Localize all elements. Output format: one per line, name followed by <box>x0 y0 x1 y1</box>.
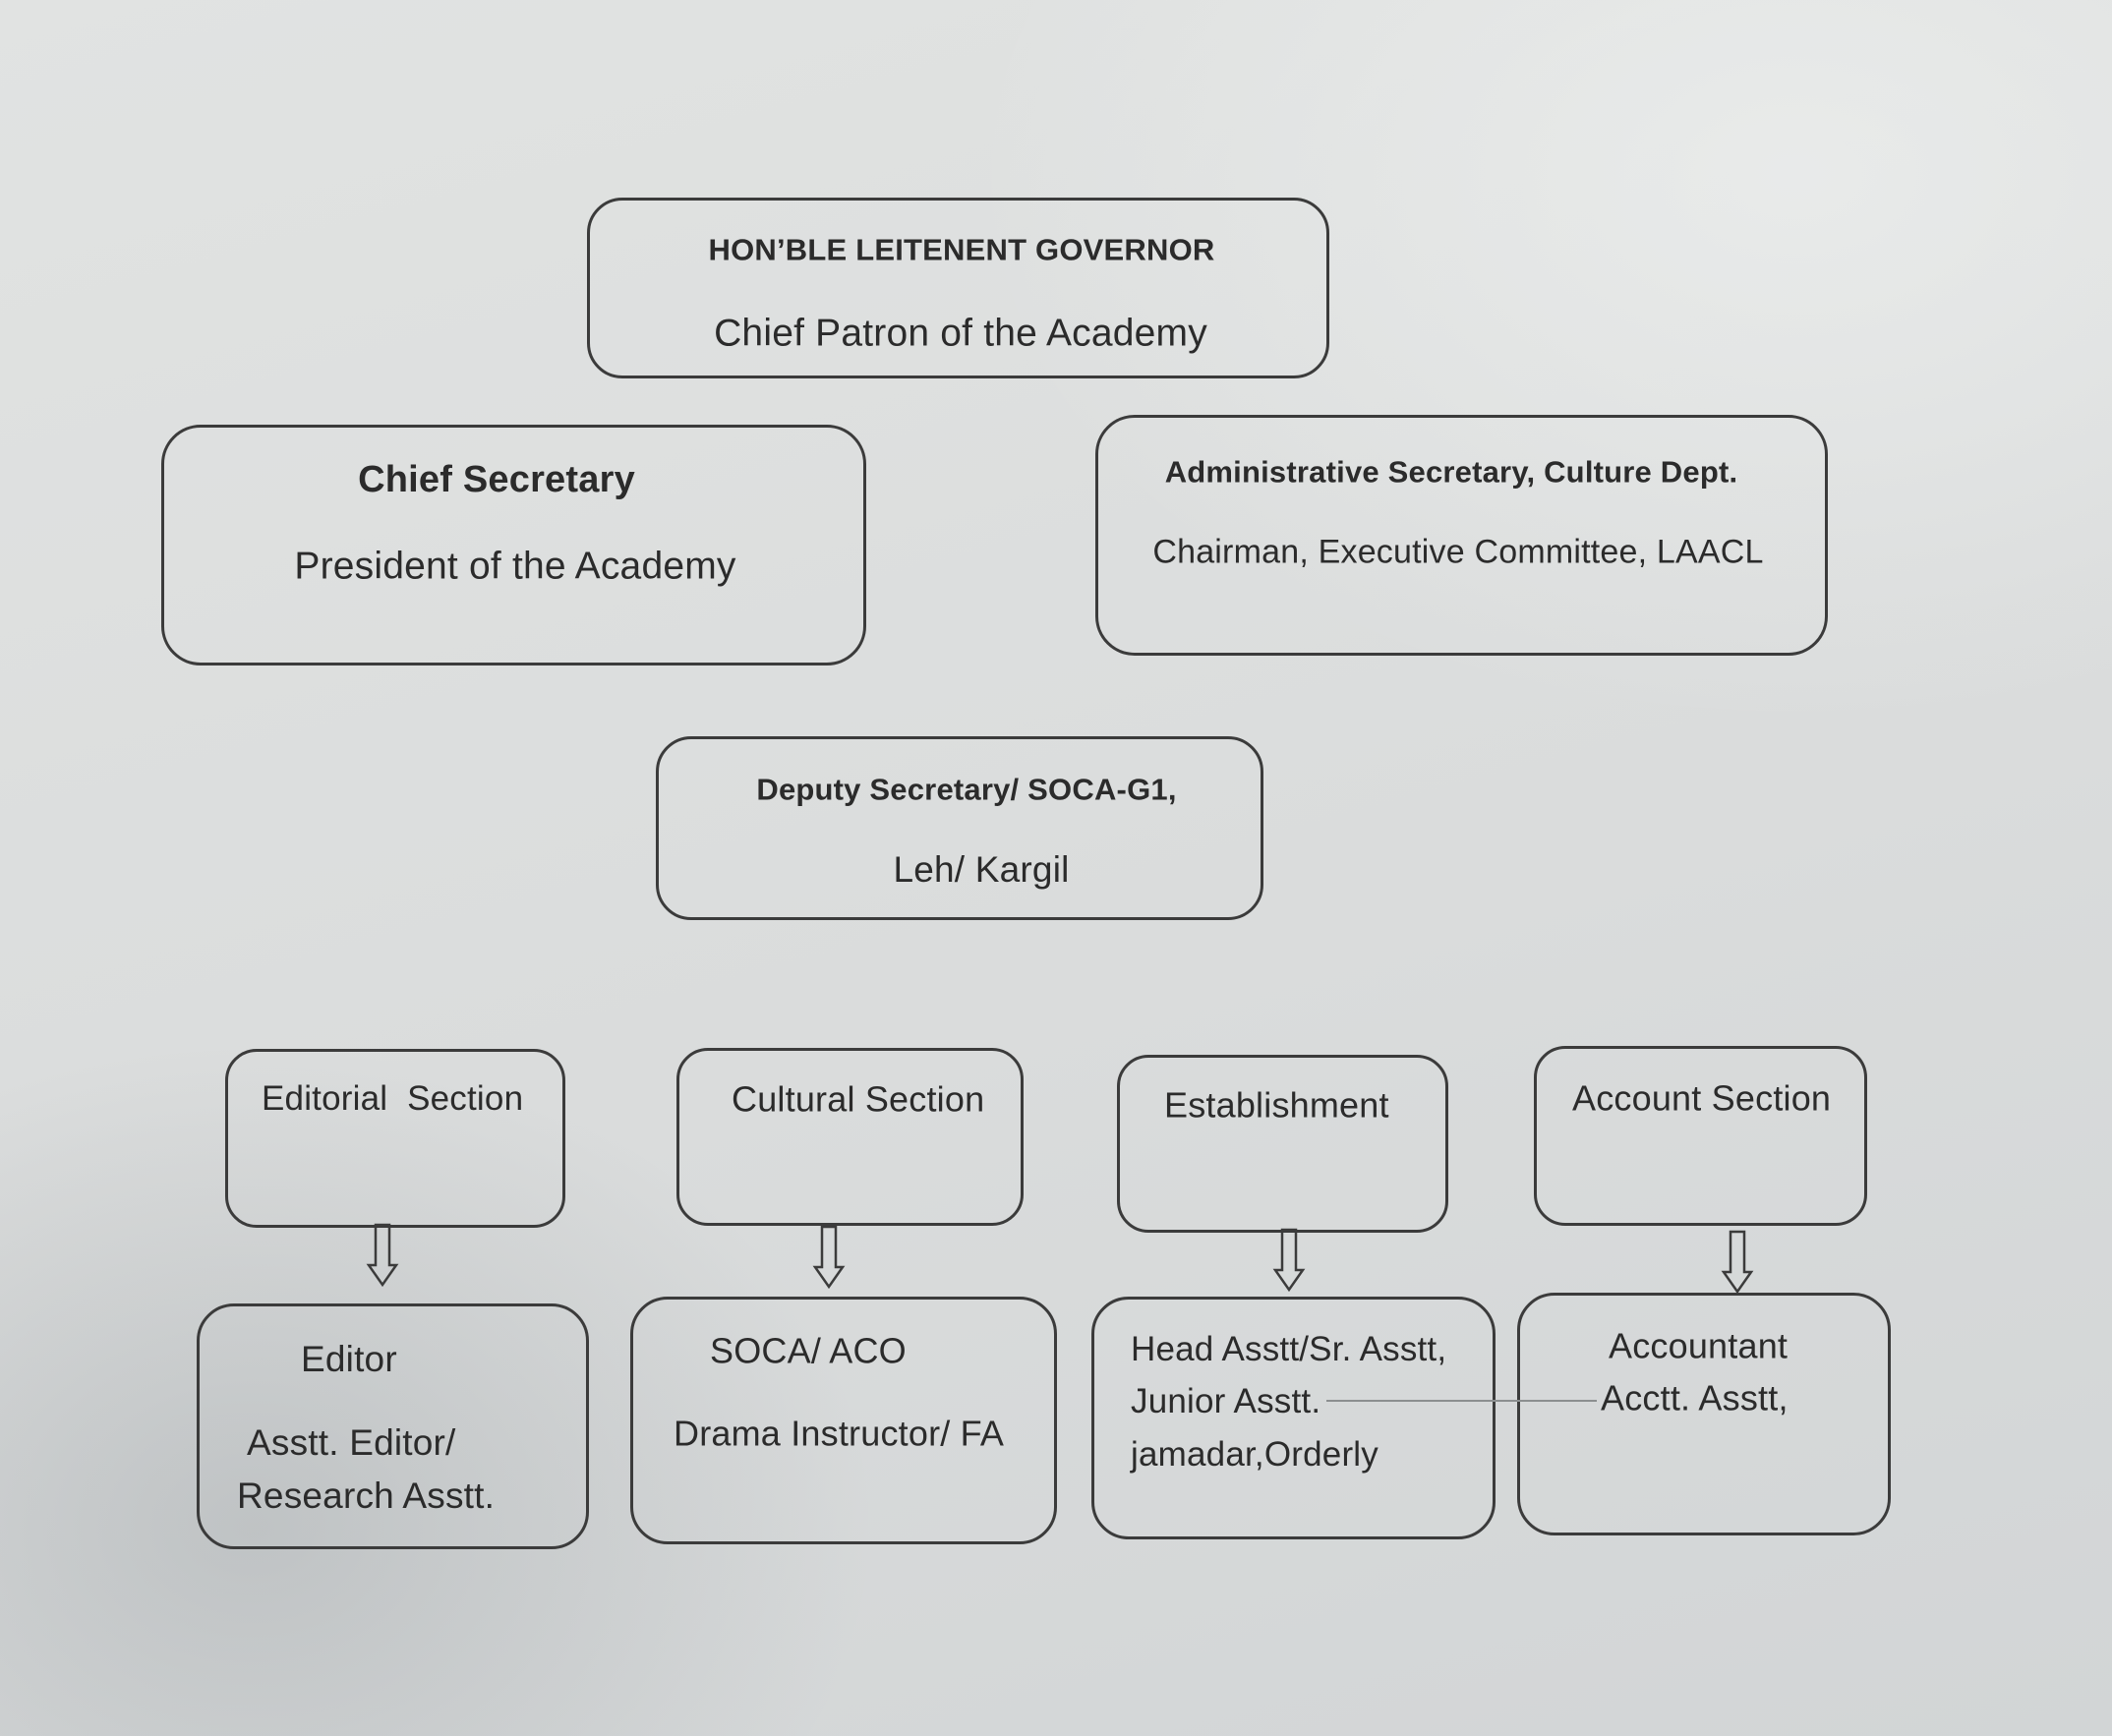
account-staff-box: Accountant Acctt. Asstt, <box>1517 1293 1891 1535</box>
account-staff-item: Acctt. Asstt, <box>1601 1377 1789 1418</box>
account-section-label: Account Section <box>1572 1077 1832 1119</box>
arrow-down-icon <box>1272 1228 1306 1293</box>
cultural-section-box: Cultural Section <box>676 1048 1024 1226</box>
deputy-secretary-role: Leh/ Kargil <box>893 848 1070 890</box>
editorial-staff-box: Editor Asstt. Editor/ Research Asstt. <box>197 1303 589 1549</box>
editorial-staff-item: Research Asstt. <box>237 1475 496 1516</box>
chief-secretary-box: Chief Secretary President of the Academy <box>161 425 866 665</box>
editorial-staff-item: Editor <box>301 1338 397 1379</box>
arrow-down-icon <box>366 1223 399 1288</box>
admin-secretary-title: Administrative Secretary, Culture Dept. <box>1164 454 1738 490</box>
cultural-staff-item: SOCA/ ACO <box>710 1330 907 1371</box>
governor-title: HON’BLE LEITENENT GOVERNOR <box>708 232 1215 267</box>
establishment-staff-item: Head Asstt/Sr. Asstt, <box>1131 1330 1447 1368</box>
arrow-down-icon <box>812 1225 846 1290</box>
arrow-down-icon <box>1721 1230 1754 1295</box>
cultural-section-label: Cultural Section <box>732 1078 985 1120</box>
governor-role: Chief Patron of the Academy <box>714 312 1207 355</box>
editorial-section-box: Editorial Section <box>225 1049 565 1228</box>
admin-secretary-box: Administrative Secretary, Culture Dept. … <box>1095 415 1828 656</box>
establishment-staff-box: Head Asstt/Sr. Asstt, Junior Asstt. jama… <box>1091 1297 1496 1539</box>
chief-secretary-role: President of the Academy <box>294 545 736 588</box>
editorial-section-label: Editorial Section <box>262 1079 524 1118</box>
establishment-staff-item: jamadar,Orderly <box>1131 1435 1379 1474</box>
account-section-box: Account Section <box>1534 1046 1867 1226</box>
cultural-staff-box: SOCA/ ACO Drama Instructor/ FA <box>630 1297 1057 1544</box>
establishment-staff-item: Junior Asstt. <box>1131 1382 1321 1420</box>
account-staff-item: Accountant <box>1609 1325 1789 1366</box>
chief-secretary-title: Chief Secretary <box>358 459 635 501</box>
admin-secretary-role: Chairman, Executive Committee, LAACL <box>1152 533 1764 571</box>
deputy-secretary-box: Deputy Secretary/ SOCA-G1, Leh/ Kargil <box>656 736 1263 920</box>
cultural-staff-item: Drama Instructor/ FA <box>674 1413 1005 1454</box>
governor-box: HON’BLE LEITENENT GOVERNOR Chief Patron … <box>587 198 1329 378</box>
establishment-section-box: Establishment <box>1117 1055 1448 1233</box>
deputy-secretary-title: Deputy Secretary/ SOCA-G1, <box>756 772 1177 807</box>
stray-line <box>1326 1400 1597 1402</box>
establishment-section-label: Establishment <box>1164 1084 1389 1126</box>
editorial-staff-item: Asstt. Editor/ <box>247 1421 456 1463</box>
